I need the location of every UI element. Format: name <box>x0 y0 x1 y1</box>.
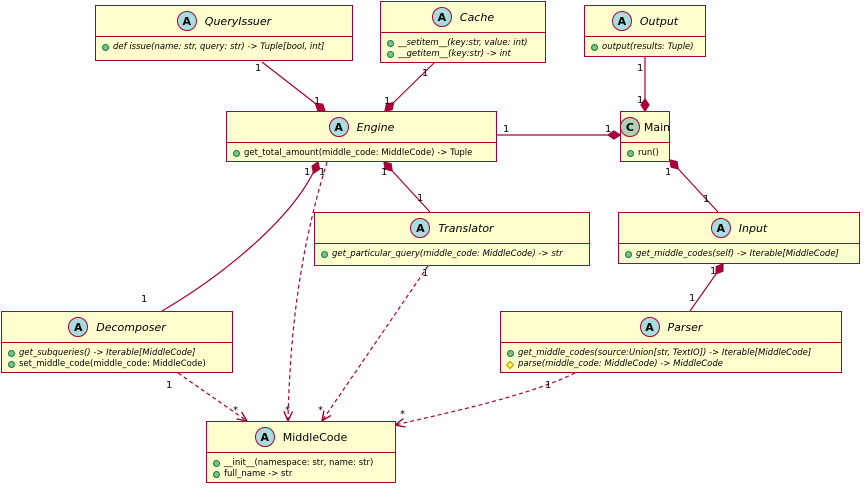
multiplicity-label: 1 <box>689 293 696 304</box>
method: __setitem__(key:str, value: int) <box>387 38 541 49</box>
multiplicity-label: 1 <box>304 167 311 178</box>
method: get_middle_codes(source:Union[str, TextI… <box>507 348 837 359</box>
public-visibility-icon <box>213 471 220 478</box>
public-visibility-icon <box>233 150 240 157</box>
public-visibility-icon <box>627 150 634 157</box>
multiplicity-label: 1 <box>255 63 262 74</box>
edge-parser-middlecode <box>395 372 576 425</box>
edge-decomposer-engine <box>161 160 321 312</box>
abstract-class-icon: A <box>176 11 197 31</box>
abstract-class-icon: A <box>410 218 431 238</box>
method: get_middle_codes(self) -> Iterable[Middl… <box>625 249 855 260</box>
edge-main-input <box>669 159 719 213</box>
class-name: Decomposer <box>96 320 166 334</box>
multiplicity-label: 1 <box>166 380 173 391</box>
public-visibility-icon <box>8 350 15 357</box>
class-name: Engine <box>356 120 395 134</box>
multiplicity-label: 1 <box>417 193 424 204</box>
multiplicity-label: 1 <box>637 63 644 74</box>
multiplicity-label: 1 <box>422 68 429 79</box>
method: get_subqueries() -> Iterable[MiddleCode] <box>8 348 228 359</box>
class-name: Output <box>639 14 679 28</box>
edge-parser-input <box>689 263 724 312</box>
class-queryissuer[interactable]: A QueryIssuer def issue(name: str, query:… <box>95 5 353 61</box>
class-name: Cache <box>459 10 495 24</box>
multiplicity-label: 1 <box>637 95 644 106</box>
multiplicity-label: 1 <box>503 124 510 135</box>
multiplicity-label: * <box>233 405 238 416</box>
abstract-class-icon: A <box>639 317 660 337</box>
abstract-class-icon: A <box>710 218 731 238</box>
class-icon: C <box>619 117 640 137</box>
multiplicity-label: 1 <box>319 167 326 178</box>
public-visibility-icon <box>591 44 598 51</box>
abstract-class-icon: A <box>328 117 349 137</box>
abstract-class-icon: A <box>611 11 632 31</box>
edge-decomposer-middlecode <box>177 372 247 421</box>
edge-engine-middlecode <box>288 161 328 421</box>
abstract-class-icon: A <box>431 7 452 27</box>
class-middlecode[interactable]: A MiddleCode __init__(namespace: str, nam… <box>206 421 396 483</box>
public-visibility-icon <box>507 350 514 357</box>
protected-visibility-icon <box>505 360 515 369</box>
class-decomposer[interactable]: A Decomposer get_subqueries() -> Iterable… <box>1 311 233 373</box>
class-name: QueryIssuer <box>204 14 272 28</box>
class-input[interactable]: A Input get_middle_codes(self) -> Iterabl… <box>618 212 860 264</box>
class-name: Main <box>643 120 671 134</box>
method: __getitem__(key:str) -> int <box>387 49 541 60</box>
multiplicity-label: 1 <box>710 266 717 277</box>
method: set_middle_code(middle_code: MiddleCode) <box>8 359 228 370</box>
class-name: Input <box>738 221 768 235</box>
method: def issue(name: str, query: str) -> Tupl… <box>102 42 348 53</box>
class-parser[interactable]: A Parser get_middle_codes(source:Union[st… <box>500 311 842 373</box>
multiplicity-label: * <box>400 409 405 420</box>
class-output[interactable]: A Output output(results: Tuple) <box>584 5 706 57</box>
multiplicity-label: * <box>318 405 323 416</box>
public-visibility-icon <box>387 40 394 47</box>
multiplicity-label: 1 <box>665 167 672 178</box>
class-name: Translator <box>438 221 494 235</box>
multiplicity-label: 1 <box>545 380 552 391</box>
public-visibility-icon <box>102 44 109 51</box>
edge-cache-engine <box>384 61 436 112</box>
method: parse(middle_code: MiddleCode) -> Middle… <box>505 359 837 370</box>
public-visibility-icon <box>8 361 15 368</box>
abstract-class-icon: A <box>68 317 89 337</box>
method: get_particular_query(middle_code: Middle… <box>321 249 585 260</box>
method: full_name -> str <box>213 469 391 480</box>
multiplicity-label: 1 <box>605 124 612 135</box>
public-visibility-icon <box>387 51 394 58</box>
public-visibility-icon <box>625 251 632 258</box>
class-translator[interactable]: A Translator get_particular_query(middle_… <box>314 212 590 266</box>
edge-translator-middlecode <box>322 265 429 421</box>
class-engine[interactable]: A Engine get_total_amount(middle_code: Mi… <box>226 111 497 162</box>
multiplicity-label: 1 <box>703 194 710 205</box>
multiplicity-label: 1 <box>422 268 429 279</box>
abstract-class-icon: A <box>254 427 275 447</box>
multiplicity-label: * <box>285 405 290 416</box>
method: get_total_amount(middle_code: MiddleCode… <box>233 148 492 159</box>
edge-translator-engine <box>383 161 431 213</box>
class-name: Parser <box>667 320 703 334</box>
method: __init__(namespace: str, name: str) <box>213 458 391 469</box>
edge-queryissuer-engine <box>261 61 326 112</box>
multiplicity-label: 1 <box>384 96 391 107</box>
public-visibility-icon <box>321 251 328 258</box>
multiplicity-label: 1 <box>141 294 148 305</box>
multiplicity-label: 1 <box>381 167 388 178</box>
public-visibility-icon <box>213 460 220 467</box>
class-name: MiddleCode <box>282 430 348 444</box>
multiplicity-label: 1 <box>314 96 321 107</box>
method: output(results: Tuple) <box>591 42 701 53</box>
method: run() <box>627 148 665 159</box>
